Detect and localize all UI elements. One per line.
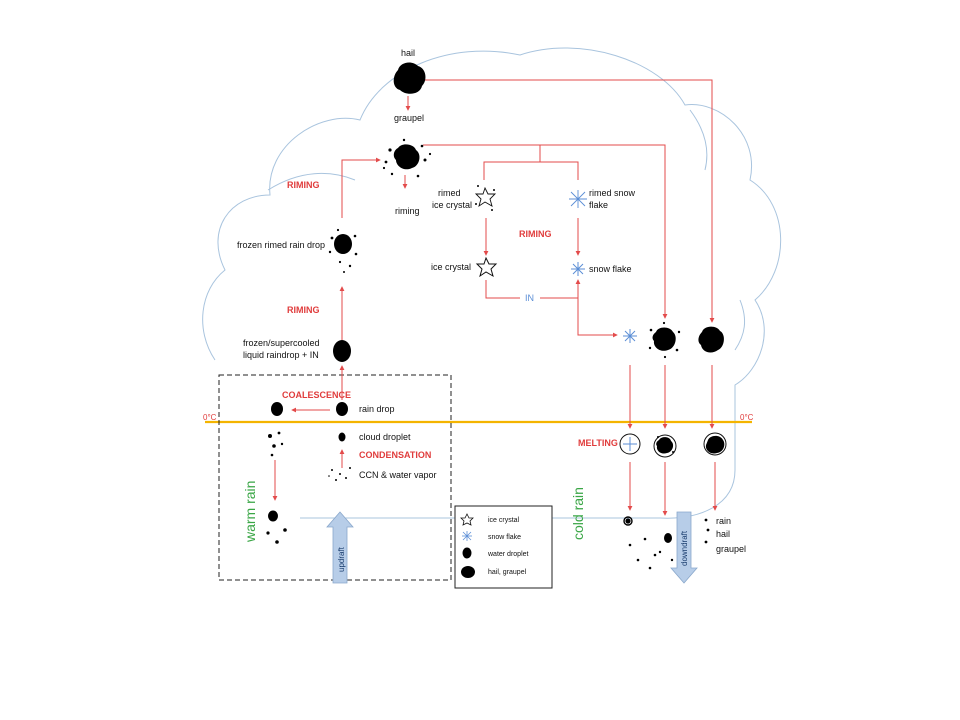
hail-top-icon (393, 62, 426, 94)
ccn-dots (328, 467, 351, 481)
hail-top-label: hail (401, 48, 415, 58)
falling-hail-icon (698, 326, 724, 353)
legend-snow-flake-label: snow flake (488, 534, 521, 541)
snow-flake-label: snow flake (589, 264, 632, 274)
rimed-snow-label-1: rimed snow (589, 188, 636, 198)
falling-snowflake-icon (623, 329, 637, 343)
frozen-rimed-drop-icon (328, 228, 358, 273)
coalescence-drop-icon (271, 402, 283, 416)
rain-drop-icon (336, 402, 348, 416)
out-rain-label: rain (716, 516, 731, 526)
riming-graupel-icon (382, 138, 432, 178)
cold-rain-label: cold rain (570, 487, 586, 540)
out-hail-label: hail (716, 529, 730, 539)
cloud-droplet-icon (338, 432, 346, 442)
downdraft-arrow: downdraft (670, 511, 698, 584)
legend-hail-label: hail, graupel (488, 569, 527, 576)
zero-right-label: 0°C (740, 413, 754, 422)
rain-drop-label: rain drop (359, 404, 395, 414)
warm-rain-label: warm rain (242, 481, 258, 543)
cloud-droplet-label: cloud droplet (359, 432, 411, 442)
rimed-ice-crystal-icon (474, 185, 497, 211)
snow-flake-icon (571, 262, 585, 276)
ccn-label: CCN & water vapor (359, 470, 437, 480)
riming-left-mid-label: RIMING (287, 305, 320, 315)
legend-snow-flake-icon (462, 531, 472, 541)
melting-snowflake-icon (619, 433, 641, 455)
legend-water-droplet-icon (462, 547, 472, 559)
legend-ice-crystal-label: ice crystal (488, 517, 520, 524)
warm-rain-dots (266, 431, 287, 544)
falling-graupel-icon (648, 321, 681, 359)
cloud-inner-curve (267, 172, 356, 191)
riming-center-label: RIMING (519, 229, 552, 239)
frozen-supercooled-label-2: liquid raindrop + IN (243, 350, 319, 360)
frozen-supercooled-label-1: frozen/supercooled (243, 338, 320, 348)
updraft-arrow: updraft (326, 511, 354, 584)
legend: ice crystal snow flake water droplet hai… (460, 513, 529, 578)
rimed-ice-label-2: ice crystal (432, 200, 472, 210)
melting-graupel-icon (653, 434, 677, 458)
in-label: IN (525, 293, 534, 303)
cloud-inner-curve-2 (689, 109, 708, 171)
riming-sub-label: riming (395, 206, 420, 216)
melting-label: MELTING (578, 438, 618, 448)
cold-rain-outputs (623, 516, 710, 570)
frozen-rimed-label: frozen rimed rain drop (237, 240, 325, 250)
ice-crystal-label: ice crystal (431, 262, 471, 272)
rimed-ice-label-1: rimed (438, 188, 461, 198)
supercooled-drop-icon (333, 340, 351, 362)
riming-left-top-label: RIMING (287, 180, 320, 190)
downdraft-label: downdraft (680, 530, 689, 566)
out-graupel-label: graupel (716, 544, 746, 554)
legend-ice-crystal-icon (460, 513, 474, 526)
graupel-label: graupel (394, 113, 424, 123)
process-arrows (272, 79, 718, 516)
zero-left-label: 0°C (203, 413, 217, 422)
legend-hail-icon (461, 566, 475, 578)
condensation-label: CONDENSATION (359, 450, 431, 460)
coalescence-label: COALESCENCE (282, 390, 351, 400)
cloud-outline (202, 47, 782, 519)
ice-crystal-icon (475, 256, 498, 278)
legend-water-droplet-label: water droplet (487, 551, 529, 558)
rimed-snow-label-2: flake (589, 200, 608, 210)
melting-hail-icon (703, 432, 727, 456)
cloud-inner-curve-3 (734, 299, 746, 351)
updraft-label: updraft (337, 546, 346, 572)
rimed-snow-flake-icon (569, 190, 587, 208)
